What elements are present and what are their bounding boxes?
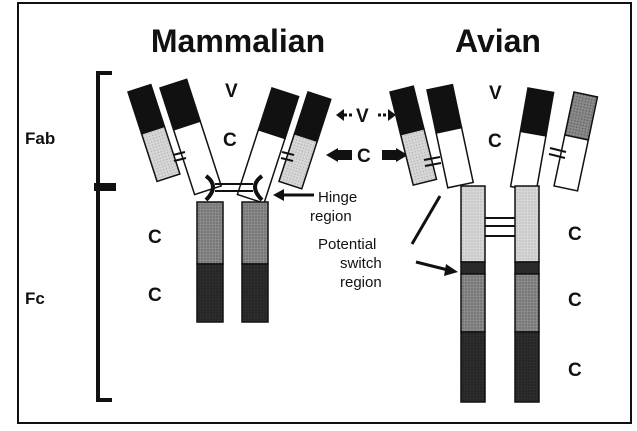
c-arrow: C	[326, 146, 408, 167]
avian-v-label: V	[489, 83, 502, 104]
switch-label-line3: region	[340, 274, 382, 291]
hinge-label-line1: Hinge	[318, 189, 357, 206]
avian-title: Avian	[455, 23, 541, 59]
mammalian-c-label: C	[223, 130, 237, 151]
mammalian-title: Mammalian	[151, 23, 325, 59]
avian-c-label: C	[488, 131, 502, 152]
v-arrow: V	[336, 106, 396, 127]
region-bracket	[98, 73, 112, 400]
avian-c2-label: C	[568, 224, 582, 245]
mammalian-c3-label: C	[148, 285, 162, 306]
fab-label: Fab	[25, 129, 55, 148]
mammalian-c2-label: C	[148, 227, 162, 248]
c-arrow-label: C	[357, 146, 371, 167]
bracket-divider	[94, 183, 116, 191]
switch-label-line2: switch	[340, 255, 382, 272]
mammalian-v-label: V	[225, 81, 238, 102]
hinge-label-line2: region	[310, 208, 352, 225]
v-arrow-label: V	[356, 106, 369, 127]
switch-label-line1: Potential	[318, 236, 376, 253]
fc-label: Fc	[25, 289, 45, 308]
avian-c4-label: C	[568, 360, 582, 381]
avian-c3-label: C	[568, 290, 582, 311]
